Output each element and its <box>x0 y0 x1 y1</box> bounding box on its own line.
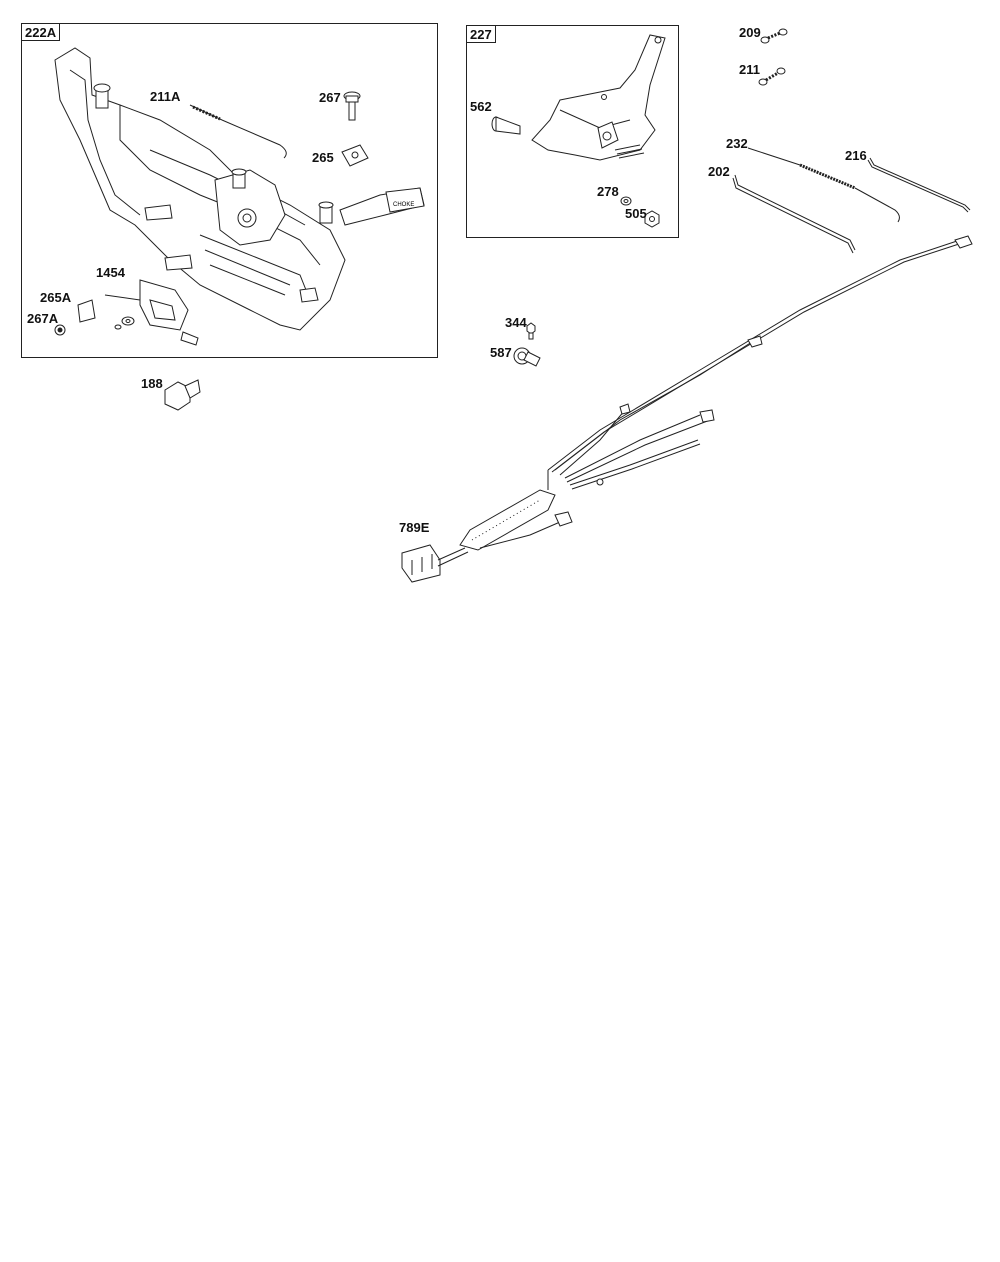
callout-265A: 265A <box>40 290 72 305</box>
link-216-drawing <box>867 157 971 213</box>
pin-562-drawing <box>491 116 521 135</box>
choke-plate <box>531 34 666 161</box>
screw-344-drawing <box>526 322 536 340</box>
callout-505: 505 <box>625 206 647 221</box>
callout-344: 344 <box>505 315 527 330</box>
clamp-587-drawing <box>513 347 541 367</box>
wire-harness-drawing <box>401 235 973 583</box>
washer-278-drawing <box>620 196 632 206</box>
callout-267: 267 <box>319 90 341 105</box>
clamp-265A-drawing <box>77 299 96 323</box>
group-box-222A: 222A <box>21 23 438 358</box>
callout-278: 278 <box>597 184 619 199</box>
group-box-227: 227 <box>466 25 679 238</box>
callout-209: 209 <box>739 25 761 40</box>
link-202-drawing <box>732 174 856 254</box>
link-232-drawing <box>747 147 900 223</box>
callout-265: 265 <box>312 150 334 165</box>
governor-lever <box>214 169 286 246</box>
choke-lever-drawing <box>531 34 666 161</box>
callout-211A: 211A <box>150 89 181 104</box>
harness-connector <box>401 544 441 583</box>
group-tag-222A: 222A <box>22 24 61 41</box>
group-tag-227: 227 <box>467 26 496 43</box>
spring-209-drawing <box>760 28 788 44</box>
callout-202: 202 <box>708 164 730 179</box>
bolt-267-drawing <box>343 91 361 121</box>
callout-789E: 789E <box>399 520 430 535</box>
callout-232: 232 <box>726 136 748 151</box>
clamp-265-drawing <box>341 144 369 167</box>
switch-1454-drawing <box>104 279 189 331</box>
callout-211: 211 <box>739 62 760 77</box>
callout-267A: 267A <box>27 311 59 326</box>
callout-562: 562 <box>470 99 492 114</box>
bracket-plate <box>54 47 346 331</box>
washer-drawing <box>114 316 135 330</box>
choke-decal-text: CHOKE <box>393 202 414 208</box>
spring-211A-drawing <box>189 104 287 159</box>
nut-267A-drawing <box>54 324 66 336</box>
callout-587: 587 <box>490 345 512 360</box>
control-bracket-drawing: CHOKE <box>54 47 425 346</box>
bracket-screw <box>180 331 199 346</box>
callout-1454: 1454 <box>96 265 125 280</box>
bolt-188-drawing <box>164 379 201 411</box>
callout-188: 188 <box>141 376 163 391</box>
spring-211-drawing <box>758 67 786 86</box>
callout-216: 216 <box>845 148 867 163</box>
choke-decal <box>385 187 425 213</box>
nut-505-drawing <box>644 210 660 228</box>
